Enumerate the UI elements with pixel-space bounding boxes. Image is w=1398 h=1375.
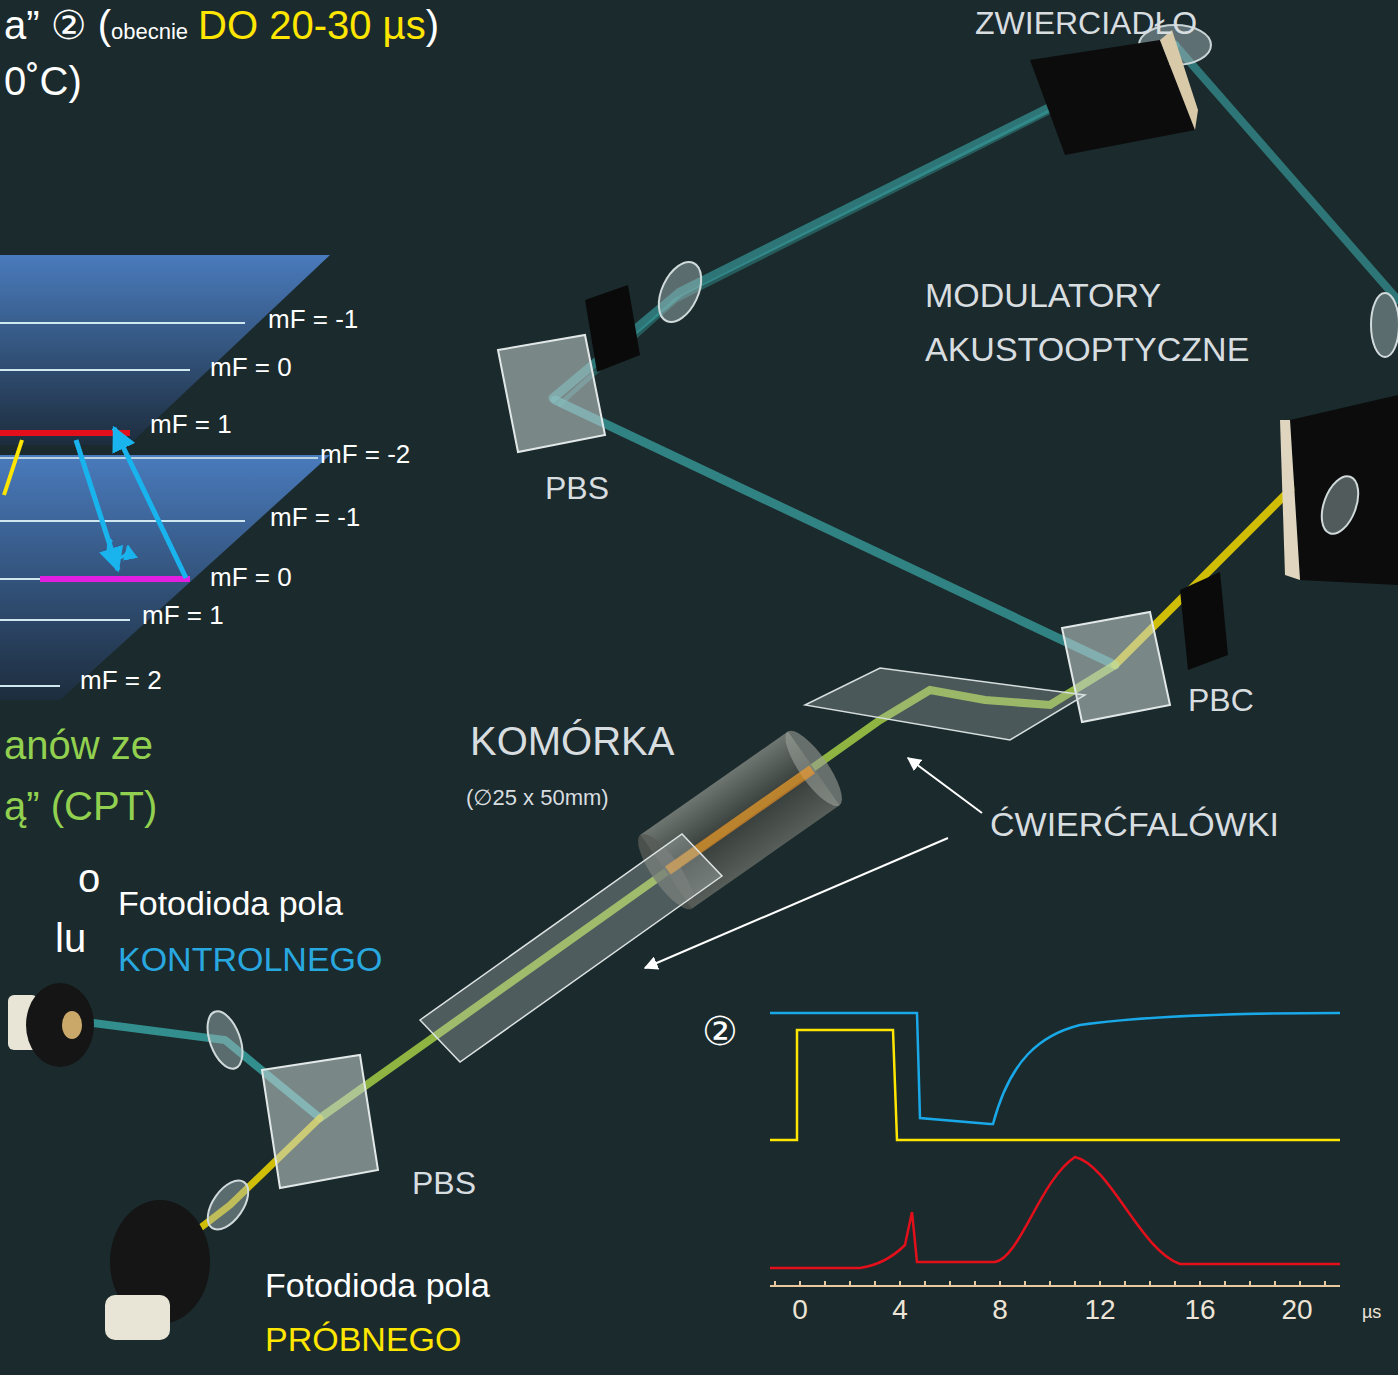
callout-number: ② bbox=[702, 1008, 738, 1054]
level-label: mF = -1 bbox=[268, 305, 358, 335]
part-label: PRÓBNEGO bbox=[265, 1320, 461, 1359]
note-text: ą” (CPT) bbox=[4, 783, 157, 829]
part-label: KONTROLNEGO bbox=[118, 940, 382, 979]
axis-tick-label: 16 bbox=[1184, 1294, 1215, 1326]
heading-note: obecnie bbox=[111, 19, 188, 44]
leader-line bbox=[645, 838, 948, 968]
part-label: MODULATORY AKUSTOOPTYCZNE bbox=[925, 268, 1305, 377]
level-label: mF = 1 bbox=[150, 410, 232, 440]
level-label: mF = -2 bbox=[320, 440, 410, 470]
heading-text: ) bbox=[426, 2, 439, 48]
heading-text: 0˚C) bbox=[4, 58, 82, 104]
laser-beams bbox=[70, 45, 1398, 1255]
part-label: PBC bbox=[1188, 682, 1254, 719]
heading-text: a” ② ( bbox=[4, 2, 111, 48]
part-label: Fotodioda pola bbox=[265, 1266, 490, 1305]
note-text: lu bbox=[55, 915, 86, 961]
level-label: mF = 0 bbox=[210, 353, 292, 383]
part-label: PBS bbox=[545, 470, 609, 507]
note-text: anów ze bbox=[4, 722, 153, 768]
signal-plot bbox=[770, 1013, 1340, 1286]
level-label: mF = -1 bbox=[270, 503, 360, 533]
note-text: o bbox=[78, 855, 100, 901]
axis-tick-label: 0 bbox=[792, 1294, 808, 1326]
heading-row: a” ② (obecnie DO 20-30 µs) bbox=[4, 2, 439, 48]
level-label: mF = 1 bbox=[142, 601, 224, 631]
dimension-label: (∅25 x 50mm) bbox=[466, 785, 609, 810]
axis-unit: µs bbox=[1362, 1302, 1381, 1323]
part-label: ZWIERCIADŁO bbox=[975, 5, 1197, 42]
axis-tick-label: 20 bbox=[1281, 1294, 1312, 1326]
leader-line bbox=[908, 758, 982, 813]
part-label: Fotodioda pola bbox=[118, 884, 343, 923]
part-label: ĆWIERĆFALÓWKI bbox=[990, 805, 1279, 844]
axis-tick-label: 8 bbox=[992, 1294, 1008, 1326]
axis-tick-label: 4 bbox=[892, 1294, 908, 1326]
part-label: PBS bbox=[412, 1165, 476, 1202]
heading-time: DO 20-30 µs bbox=[198, 2, 426, 48]
optical-components bbox=[8, 25, 1398, 1340]
axis-tick-label: 12 bbox=[1084, 1294, 1115, 1326]
part-label: KOMÓRKA bbox=[470, 718, 674, 764]
level-label: mF = 0 bbox=[210, 563, 292, 593]
level-label: mF = 2 bbox=[80, 666, 162, 696]
